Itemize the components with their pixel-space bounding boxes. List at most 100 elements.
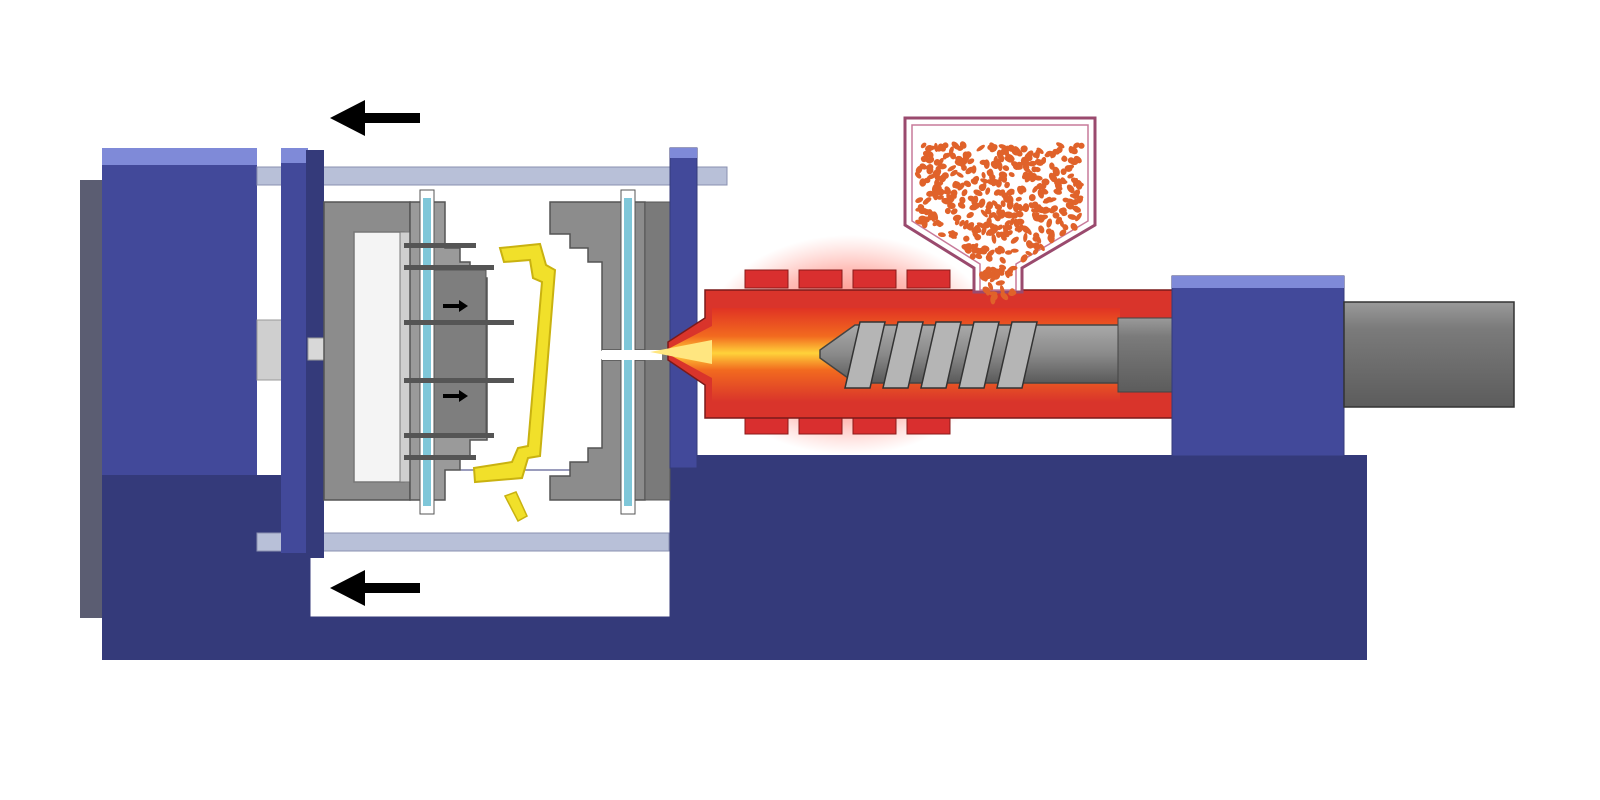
- pellet: [998, 144, 1008, 150]
- pellet: [1003, 211, 1014, 219]
- pellet: [961, 189, 968, 197]
- pellet: [963, 180, 972, 188]
- pellet: [1045, 228, 1053, 235]
- pellet: [998, 189, 1006, 196]
- pellet: [1004, 270, 1010, 279]
- pellet: [956, 172, 964, 178]
- sprue: [503, 491, 528, 523]
- pellet: [926, 166, 934, 175]
- pellet: [959, 196, 966, 204]
- pellet: [997, 245, 1005, 254]
- pellet: [935, 166, 942, 176]
- pellet: [974, 202, 982, 208]
- pellet: [1034, 158, 1044, 166]
- pellet: [1007, 144, 1015, 152]
- pellet: [914, 171, 922, 179]
- pellet: [1068, 145, 1074, 154]
- pellet: [944, 207, 951, 215]
- pellet: [1030, 176, 1037, 183]
- pellet: [1067, 173, 1075, 179]
- pellet: [1065, 164, 1075, 171]
- pellet: [1027, 160, 1037, 167]
- pellet: [1035, 149, 1040, 159]
- pellet: [933, 159, 941, 166]
- pellet: [1010, 248, 1019, 253]
- pellet: [982, 286, 991, 294]
- pellet: [1010, 236, 1019, 244]
- pellet: [942, 142, 949, 149]
- pellet: [990, 266, 998, 274]
- pellet: [996, 149, 1003, 158]
- pellet: [974, 253, 983, 260]
- stationary-platen: [669, 147, 698, 469]
- pellet: [1065, 201, 1075, 210]
- pellet: [1052, 166, 1060, 177]
- drive-unit: [1171, 275, 1345, 457]
- pellet: [1033, 232, 1040, 239]
- pellet: [959, 219, 965, 227]
- pellet: [1016, 161, 1023, 169]
- pellet: [1032, 248, 1039, 255]
- pellet: [962, 222, 969, 230]
- pellet: [938, 157, 944, 165]
- pellet: [1070, 158, 1079, 166]
- pellet: [1005, 153, 1014, 160]
- pellet: [1023, 232, 1028, 243]
- pellet: [954, 184, 962, 189]
- pellet: [998, 267, 1005, 274]
- pellet: [955, 155, 963, 162]
- pellet: [985, 266, 992, 274]
- pellet: [1075, 212, 1082, 222]
- pellet: [992, 178, 999, 185]
- pellet: [1015, 210, 1024, 218]
- pellet: [1036, 147, 1044, 155]
- pellet: [999, 256, 1006, 264]
- pellet: [1062, 224, 1069, 231]
- pellet: [1022, 171, 1030, 180]
- pellet: [939, 174, 947, 183]
- plastic-pellets: [914, 141, 1085, 305]
- pellet: [1041, 188, 1048, 194]
- pellet: [981, 171, 986, 179]
- pellet: [985, 187, 991, 195]
- pellet: [983, 159, 990, 169]
- pellet: [970, 178, 978, 185]
- pellet: [1002, 165, 1010, 171]
- tie-bars: [256, 166, 728, 552]
- pellet: [920, 142, 927, 149]
- pellet: [963, 235, 970, 242]
- pellet: [1066, 184, 1075, 194]
- pellet: [1060, 207, 1067, 214]
- pellet: [1067, 214, 1077, 220]
- heater-bands: [744, 269, 951, 435]
- pellet: [1078, 142, 1085, 149]
- pellet: [937, 232, 946, 238]
- pellet: [1048, 233, 1055, 244]
- pellet: [1025, 240, 1034, 249]
- pellet: [1020, 254, 1028, 263]
- pellet: [957, 145, 964, 151]
- pellet: [971, 165, 977, 174]
- pellet: [1050, 205, 1059, 213]
- pellet: [962, 153, 970, 162]
- pellet: [1000, 292, 1009, 301]
- pellet: [985, 254, 993, 262]
- pellet: [1032, 214, 1041, 222]
- pellet: [991, 233, 997, 244]
- pellet: [980, 209, 988, 218]
- pellet: [1005, 250, 1013, 255]
- clamp-open-arrow-bottom: [330, 570, 420, 606]
- pellet: [919, 178, 927, 187]
- pellet: [1020, 145, 1028, 153]
- motor-shaft: [1343, 301, 1515, 408]
- pellet: [920, 155, 928, 163]
- pellet: [957, 202, 966, 209]
- pellet: [946, 192, 951, 202]
- pellet: [1060, 168, 1067, 175]
- pellet: [919, 163, 927, 170]
- pellet: [948, 231, 958, 238]
- pellet: [981, 178, 989, 184]
- ejector-plate: [353, 231, 405, 483]
- pellet: [1056, 142, 1065, 149]
